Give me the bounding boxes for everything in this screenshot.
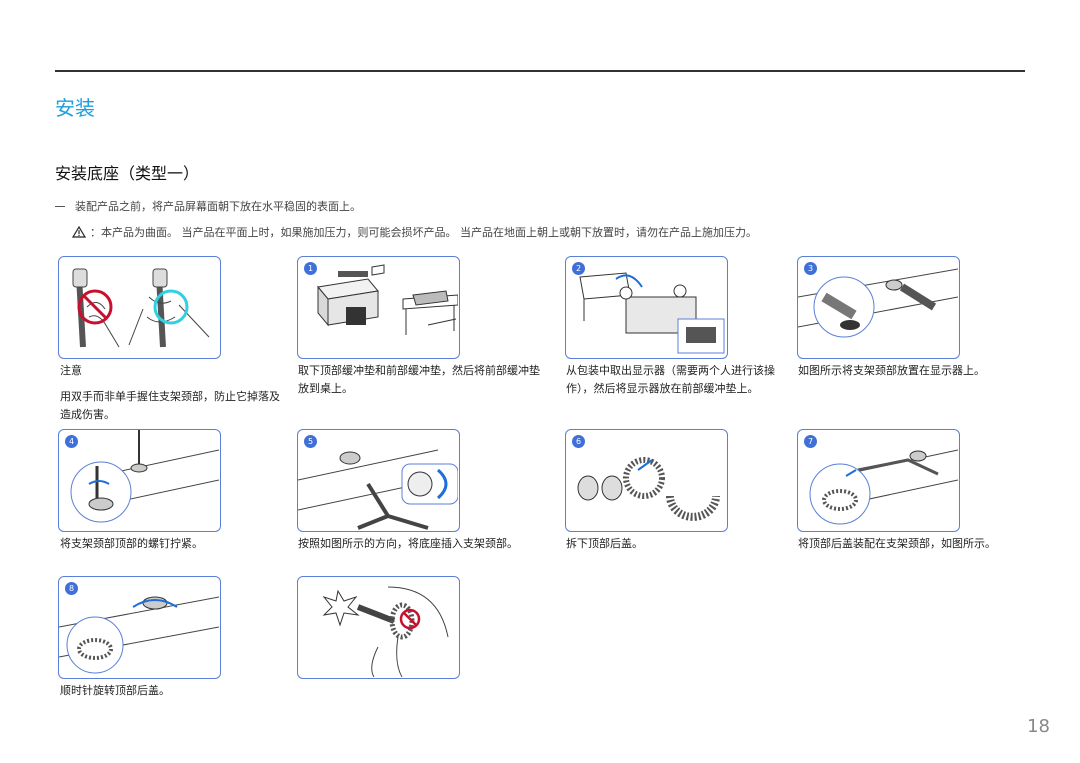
caption-text: 用双手而非单手握住支架颈部，防止它掉落及造成伤害。 bbox=[60, 390, 280, 421]
hand-grip-illustration bbox=[72, 268, 210, 348]
place-neck-illustration bbox=[798, 268, 958, 338]
rotate-cover-illustration bbox=[59, 596, 219, 674]
step-badge: 8 bbox=[65, 582, 78, 595]
caution-note-text: ：本产品为曲面。 当产品在平面上时，如果施加压力，则可能会损坏产品。 当产品在地… bbox=[90, 226, 757, 239]
illustration-step-1: 1 bbox=[297, 256, 460, 359]
step-badge: 7 bbox=[804, 435, 817, 448]
attach-cover-illustration bbox=[809, 449, 958, 525]
tighten-screw-illustration bbox=[70, 430, 219, 523]
caption-step-5: 按照如图所示的方向，将底座插入支架颈部。 bbox=[298, 537, 518, 550]
illustration-step-5: 5 bbox=[297, 429, 460, 532]
unpack-monitor-illustration bbox=[579, 272, 725, 354]
prep-note-text: 装配产品之前，将产品屏幕面朝下放在水平稳固的表面上。 bbox=[75, 200, 361, 213]
remove-cover-illustration bbox=[577, 457, 720, 521]
illustration-warning-hit bbox=[297, 576, 460, 679]
step-badge: 3 bbox=[804, 262, 817, 275]
illustration-step-3: 3 bbox=[797, 256, 960, 359]
caution-note: ：本产品为曲面。 当产品在平面上时，如果施加压力，则可能会损坏产品。 当产品在地… bbox=[72, 224, 757, 240]
illustration-step-6: 6 bbox=[565, 429, 728, 532]
step-badge: 4 bbox=[65, 435, 78, 448]
top-rule bbox=[55, 70, 1025, 72]
caption-step-3: 如图所示将支架颈部放置在显示器上。 bbox=[798, 364, 985, 377]
caption-step-6: 拆下顶部后盖。 bbox=[566, 537, 643, 550]
illustration-step-7: 7 bbox=[797, 429, 960, 532]
prohibit-icon bbox=[399, 608, 421, 630]
dash-marker bbox=[55, 205, 65, 207]
prohibit-icon bbox=[77, 289, 113, 325]
page-title: 安装 bbox=[55, 96, 95, 120]
caption-caution: 注意 用双手而非单手握住支架颈部，防止它掉落及造成伤害。 bbox=[60, 362, 285, 424]
step-badge: 2 bbox=[572, 262, 585, 275]
caption-step-7: 将顶部后盖装配在支架颈部，如图所示。 bbox=[798, 537, 996, 550]
no-striking-illustration bbox=[322, 586, 449, 677]
step-badge: 1 bbox=[304, 262, 317, 275]
illustration-step-2: 2 bbox=[565, 256, 728, 359]
insert-base-illustration bbox=[298, 449, 458, 530]
page-number: 18 bbox=[1027, 716, 1050, 737]
prep-note: 装配产品之前，将产品屏幕面朝下放在水平稳固的表面上。 bbox=[55, 198, 361, 214]
box-cushion-illustration bbox=[317, 264, 458, 335]
illustration-caution bbox=[58, 256, 221, 359]
step-badge: 6 bbox=[572, 435, 585, 448]
caption-title: 注意 bbox=[60, 364, 82, 377]
warning-icon bbox=[72, 226, 86, 238]
caption-step-1: 取下顶部缓冲垫和前部缓冲垫，然后将前部缓冲垫放到桌上。 bbox=[298, 364, 540, 395]
caption-step-2: 从包装中取出显示器（需要两个人进行该操作），然后将显示器放在前部缓冲垫上。 bbox=[566, 364, 775, 395]
caption-step-4: 将支架颈部顶部的螺钉拧紧。 bbox=[60, 537, 203, 550]
ok-circle-icon bbox=[153, 289, 189, 325]
section-title: 安装底座（类型一） bbox=[55, 164, 200, 183]
step-badge: 5 bbox=[304, 435, 317, 448]
illustration-step-4: 4 bbox=[58, 429, 221, 532]
illustration-step-8: 8 bbox=[58, 576, 221, 679]
caption-step-8: 顺时针旋转顶部后盖。 bbox=[60, 684, 170, 697]
